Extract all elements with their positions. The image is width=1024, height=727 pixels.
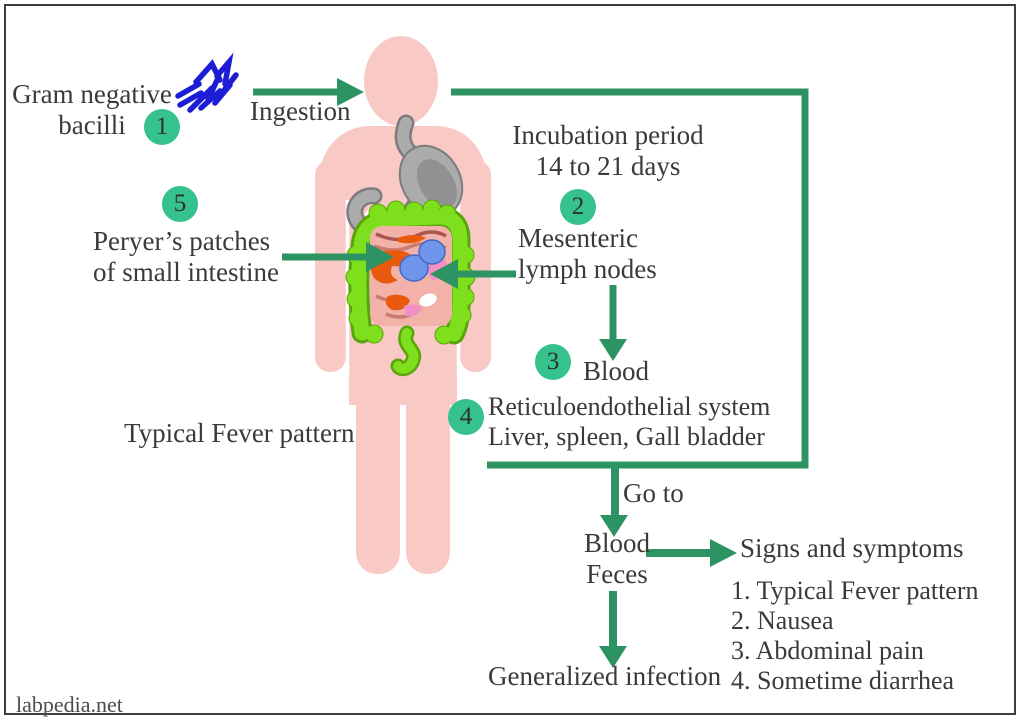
blood-to-signs-arrow bbox=[646, 539, 737, 567]
ingestion-arrow bbox=[253, 78, 364, 106]
feces-to-generalized-arrow bbox=[599, 591, 627, 668]
signs-item-4: 4. Sometime diarrhea bbox=[731, 666, 955, 695]
signs-item-2: 2. Nausea bbox=[731, 606, 834, 635]
incubation-label: Incubation period 14 to 21 days bbox=[512, 120, 704, 181]
peyers-patches-label: Peryer’s patches of small intestine bbox=[93, 226, 279, 287]
generalized-infection-label: Generalized infection bbox=[488, 661, 722, 691]
res-label: Reticuloendothelial system Liver, spleen… bbox=[488, 392, 771, 451]
blood-label: Blood bbox=[583, 356, 650, 386]
bacilli-icon bbox=[175, 52, 239, 113]
lymph-node-icon bbox=[418, 239, 446, 265]
ingestion-label: Ingestion bbox=[250, 96, 351, 126]
stomach-icon bbox=[346, 114, 464, 239]
intestines-icon bbox=[345, 199, 476, 377]
peyers-patches-arrow bbox=[282, 242, 394, 272]
signs-symptoms-title: Signs and symptoms bbox=[740, 533, 964, 563]
gram-negative-label: Gram negative bacilli bbox=[12, 79, 172, 140]
connector-line bbox=[451, 88, 809, 469]
mesenteric-label: Mesenteric lymph nodes bbox=[518, 223, 657, 284]
signs-item-3: 3. Abdominal pain bbox=[731, 636, 924, 665]
go-to-arrow bbox=[600, 468, 628, 537]
step-badge-2: 2 bbox=[560, 189, 596, 225]
step-badge-1: 1 bbox=[144, 109, 180, 145]
blood-feces-label: Blood Feces bbox=[583, 528, 650, 589]
step-badge-3: 3 bbox=[535, 344, 571, 380]
typical-fever-label: Typical Fever pattern bbox=[124, 418, 355, 448]
step-badge-4: 4 bbox=[448, 399, 484, 435]
diagram-border-frame bbox=[4, 4, 1016, 715]
step-badge-5: 5 bbox=[162, 186, 198, 222]
watermark: labpedia.net bbox=[16, 692, 123, 717]
lymph-to-blood-arrow bbox=[599, 285, 627, 361]
lymph-node-icon bbox=[399, 254, 429, 282]
mesenteric-arrow bbox=[430, 259, 516, 289]
go-to-label: Go to bbox=[623, 478, 684, 508]
signs-item-1: 1. Typical Fever pattern bbox=[731, 576, 979, 605]
